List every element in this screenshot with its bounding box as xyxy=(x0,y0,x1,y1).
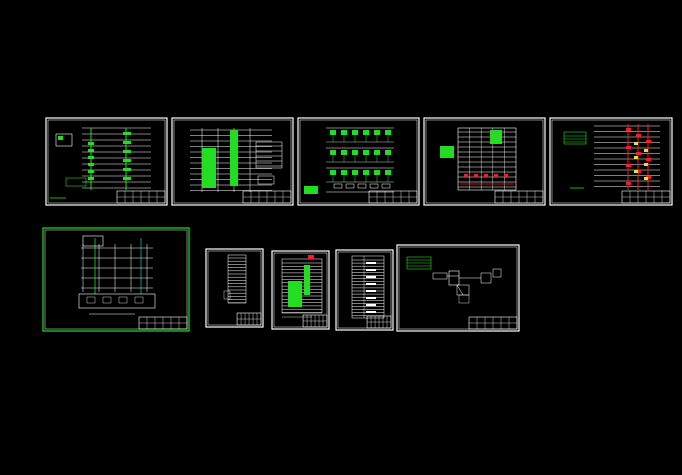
sheet-inner-border xyxy=(273,252,328,328)
sheet-content xyxy=(281,255,323,318)
sheet-inner-border xyxy=(173,119,292,204)
sheet-1[interactable] xyxy=(45,117,168,206)
sheet-frame xyxy=(297,117,420,206)
sheet-inner-border xyxy=(47,119,166,204)
title-block xyxy=(242,190,292,204)
sheet-4[interactable] xyxy=(423,117,546,206)
sheet-content xyxy=(304,127,394,194)
sheet-inner-border xyxy=(551,119,671,204)
title-block xyxy=(138,316,188,330)
sheet-content xyxy=(440,127,517,191)
sheet-content xyxy=(406,256,502,304)
sheet-inner-border xyxy=(44,229,188,330)
sheet-content xyxy=(351,255,385,319)
sheet-content xyxy=(563,124,660,190)
sheet-inner-border xyxy=(398,246,518,330)
sheet-inner-border xyxy=(207,250,262,326)
sheet-content xyxy=(190,128,283,192)
title-block xyxy=(494,190,544,204)
sheet-frame xyxy=(396,244,520,332)
sheet-8[interactable] xyxy=(271,250,330,330)
sheet-frame xyxy=(549,117,673,206)
title-block xyxy=(116,190,166,204)
sheet-frame xyxy=(205,248,264,328)
title-block xyxy=(368,190,418,204)
sheet-9[interactable] xyxy=(335,249,394,331)
title-block xyxy=(366,315,392,329)
sheet-content xyxy=(223,254,247,304)
sheet-frame xyxy=(45,117,168,206)
sheet-3[interactable] xyxy=(297,117,420,206)
sheet-inner-border xyxy=(299,119,418,204)
title-block xyxy=(302,314,328,328)
sheet-inner-border xyxy=(425,119,544,204)
title-block xyxy=(621,190,671,204)
sheet-content xyxy=(50,127,151,199)
sheet-10[interactable] xyxy=(396,244,520,332)
sheet-frame xyxy=(423,117,546,206)
sheet-inner-border xyxy=(337,251,392,329)
sheet-frame xyxy=(42,227,190,332)
sheet-5[interactable] xyxy=(549,117,673,206)
title-block xyxy=(468,316,518,330)
sheet-frame xyxy=(171,117,294,206)
sheet-content xyxy=(78,235,156,315)
sheet-7[interactable] xyxy=(205,248,264,328)
sheet-frame xyxy=(335,249,394,331)
sheet-6[interactable] xyxy=(42,227,190,332)
sheet-frame xyxy=(271,250,330,330)
sheet-2[interactable] xyxy=(171,117,294,206)
title-block xyxy=(236,312,262,326)
